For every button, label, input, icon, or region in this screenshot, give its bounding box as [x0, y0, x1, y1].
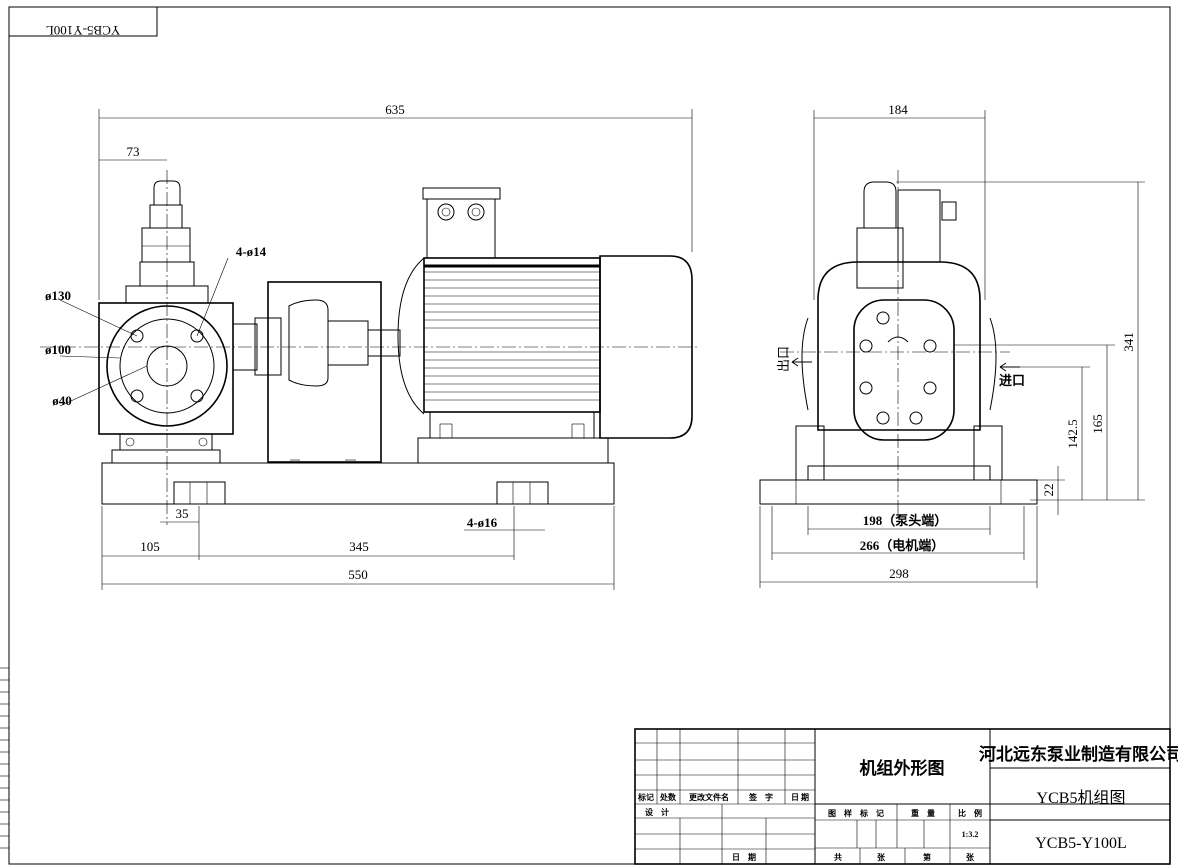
dim-motor-end: 266（电机端）	[860, 538, 945, 553]
dim-height-22: 22	[1041, 484, 1056, 497]
dim-width-184: 184	[888, 102, 908, 117]
dim-base-holes: 4-ø16	[467, 515, 498, 530]
dim-35: 35	[176, 506, 189, 521]
drawing-code-stamp-box: YCB5-Y100L	[8, 6, 158, 38]
dim-base-length: 550	[348, 567, 368, 582]
outlet-label: 出口	[776, 346, 791, 372]
front-dimensions	[59, 109, 693, 590]
dim-height-341: 341	[1121, 332, 1136, 352]
margin-ruler	[0, 667, 9, 849]
dim-105: 105	[140, 539, 160, 554]
drawing-title: 机组外形图	[860, 758, 945, 778]
drawing-number: YCB5-Y100L	[1035, 835, 1127, 852]
dim-dia-40: ø40	[52, 393, 72, 408]
drawing-code-stamp: YCB5-Y100L	[46, 23, 120, 38]
side-view: 出口 进口	[759, 102, 1145, 588]
side-pump-body	[853, 299, 955, 441]
dim-dia-130: ø130	[45, 288, 71, 303]
motor-cooling-fins	[424, 264, 600, 401]
front-base-plate	[101, 462, 615, 505]
dim-pump-end: 198（泵头端）	[863, 513, 948, 528]
scale-value: 1:3.2	[962, 830, 979, 839]
rev-header-date: 日 期	[791, 792, 809, 802]
dim-height-142-5: 142.5	[1065, 419, 1080, 448]
spec-header-drawing-mark: 图 样 标 记	[828, 808, 884, 818]
rev-header-file: 更改文件名	[689, 792, 729, 802]
dim-dia-100: ø100	[45, 342, 71, 357]
spec-header-scale: 比 例	[958, 808, 982, 818]
drawing-border	[8, 6, 1171, 865]
sheet-number-unit: 张	[966, 853, 975, 862]
electric-motor	[397, 187, 693, 464]
dim-height-165: 165	[1090, 414, 1105, 434]
side-terminal-box	[897, 189, 941, 263]
dim-base-width: 298	[889, 566, 909, 581]
design-label: 设 计	[645, 807, 669, 817]
spec-header-weight: 重 量	[911, 808, 935, 818]
side-motor-outline	[817, 261, 981, 431]
outlet-arrow	[791, 357, 812, 367]
dim-overall-length: 635	[385, 102, 405, 117]
side-dimensions	[759, 110, 1145, 588]
date-label: 日 期	[732, 852, 756, 862]
sheet-total-label: 共	[834, 852, 842, 862]
sheet-number-label: 第	[923, 852, 931, 862]
dim-flange-bolt-holes: 4-ø14	[236, 244, 267, 259]
rev-header-count: 处数	[659, 792, 677, 802]
inlet-arrow	[999, 362, 1020, 372]
side-base-plate	[759, 425, 1038, 505]
inlet-label: 进口	[999, 373, 1025, 388]
front-view: 635 73 4-ø14 ø130 ø100 ø40 35 4-ø16 105 …	[40, 102, 700, 590]
rev-header-mark: 标记	[637, 792, 654, 802]
coupling-guard	[254, 281, 401, 463]
unit-drawing-name: YCB5机组图	[1037, 789, 1126, 807]
dim-345: 345	[349, 539, 369, 554]
title-block: 标记 处数 更改文件名 签 字 日 期 设 计 日 期 机组外形图 图 样 标 …	[634, 728, 1178, 865]
rev-header-sign: 签 字	[748, 792, 773, 802]
sheet-total-unit: 张	[877, 853, 886, 862]
pump-body	[98, 180, 258, 464]
dim-pump-offset: 73	[127, 144, 140, 159]
company-name: 河北远东泵业制造有限公司	[979, 744, 1178, 764]
